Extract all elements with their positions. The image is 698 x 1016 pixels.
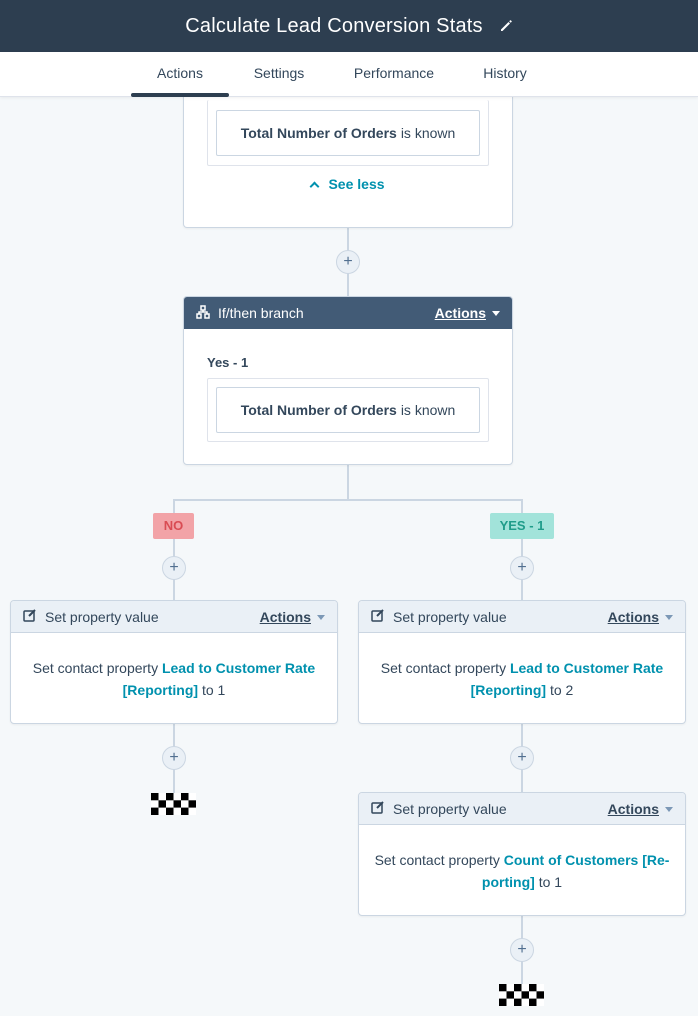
if-then-branch-card: If/then branch Actions Yes - 1 Total Num… <box>183 296 513 465</box>
connector-line <box>347 464 349 500</box>
property-link[interactable]: Lead to Customer Rate <box>509 660 664 676</box>
tab-history[interactable]: History <box>483 65 527 81</box>
action-card-title: Set property value <box>45 608 159 625</box>
branch-name: Yes - 1 <box>207 355 249 370</box>
branch-split-line <box>173 499 523 501</box>
add-action-button[interactable]: + <box>162 556 186 580</box>
pencil-icon[interactable] <box>499 19 513 33</box>
property-link[interactable]: porting] <box>481 874 535 890</box>
action-card-header: Set property value Actions <box>359 601 685 633</box>
action-actions-dropdown[interactable]: Actions <box>608 793 673 825</box>
end-flag-icon <box>499 984 544 1006</box>
connector-line <box>173 499 175 601</box>
add-action-button[interactable]: + <box>162 746 186 770</box>
property-link[interactable]: [Reporting] <box>470 682 547 698</box>
workflow-title: Calculate Lead Conversion Stats <box>185 14 483 37</box>
property-value: 1 <box>217 682 226 698</box>
criteria-condition: is known <box>400 125 456 141</box>
action-card-title: Set property value <box>393 800 507 817</box>
add-action-button[interactable]: + <box>510 556 534 580</box>
set-property-card: Set property value Actions Set contact p… <box>358 600 686 724</box>
add-action-button[interactable]: + <box>510 746 534 770</box>
branch-card-title: If/then branch <box>218 305 304 321</box>
action-description: Set contact property Lead to Customer Ra… <box>380 660 664 698</box>
action-card-header: Set property value Actions <box>359 793 685 825</box>
property-link[interactable]: Lead to Customer Rate <box>161 660 316 676</box>
tab-settings[interactable]: Settings <box>253 65 305 81</box>
trigger-card: Total Number of Orders is known <box>183 90 513 228</box>
set-property-card: Set property value Actions Set contact p… <box>10 600 338 724</box>
property-value: 1 <box>554 874 563 890</box>
see-less-label: See less <box>328 176 385 192</box>
action-card-title: Set property value <box>393 608 507 625</box>
criteria-group: Total Number of Orders is known <box>207 378 489 442</box>
action-description: Set contact property Lead to Customer Ra… <box>32 660 316 698</box>
tab-performance[interactable]: Performance <box>353 65 435 81</box>
caret-down-icon <box>665 614 673 620</box>
action-actions-dropdown[interactable]: Actions <box>260 601 325 633</box>
criteria-filter: Total Number of Orders is known <box>216 110 480 156</box>
add-action-button[interactable]: + <box>336 250 360 274</box>
property-value: 2 <box>565 682 574 698</box>
no-branch-badge: NO <box>153 513 194 539</box>
caret-down-icon <box>492 310 500 316</box>
yes-branch-badge: YES - 1 <box>490 513 554 539</box>
criteria-condition: is known <box>400 402 456 418</box>
criteria-group: Total Number of Orders is known <box>207 100 489 166</box>
connector-line <box>521 499 523 601</box>
action-actions-dropdown[interactable]: Actions <box>608 601 673 633</box>
caret-down-icon <box>317 614 325 620</box>
tab-actions[interactable]: Actions <box>157 65 203 81</box>
property-link[interactable]: [Reporting] <box>122 682 199 698</box>
action-description: Set contact property Count of Customers … <box>374 852 670 890</box>
criteria-property: Total Number of Orders <box>240 125 397 141</box>
criteria-filter: Total Number of Orders is known <box>216 387 480 433</box>
chevron-up-icon <box>310 181 320 192</box>
edit-icon <box>371 608 385 625</box>
edit-icon <box>23 608 37 625</box>
branch-icon <box>196 304 210 322</box>
edit-icon <box>371 800 385 817</box>
set-property-card: Set property value Actions Set contact p… <box>358 792 686 916</box>
active-tab-indicator <box>131 93 229 97</box>
workflow-header: Calculate Lead Conversion Stats <box>0 0 698 52</box>
branch-actions-dropdown[interactable]: Actions <box>435 297 500 329</box>
caret-down-icon <box>665 806 673 812</box>
tab-bar: Actions Settings Performance History <box>0 52 698 97</box>
end-flag-icon <box>151 793 196 815</box>
add-action-button[interactable]: + <box>510 938 534 962</box>
criteria-property: Total Number of Orders <box>240 402 397 418</box>
property-link[interactable]: Count of Customers [Re- <box>503 852 670 868</box>
see-less-link[interactable]: See less <box>183 176 513 192</box>
action-card-header: Set property value Actions <box>11 601 337 633</box>
branch-card-header: If/then branch Actions <box>184 297 512 329</box>
